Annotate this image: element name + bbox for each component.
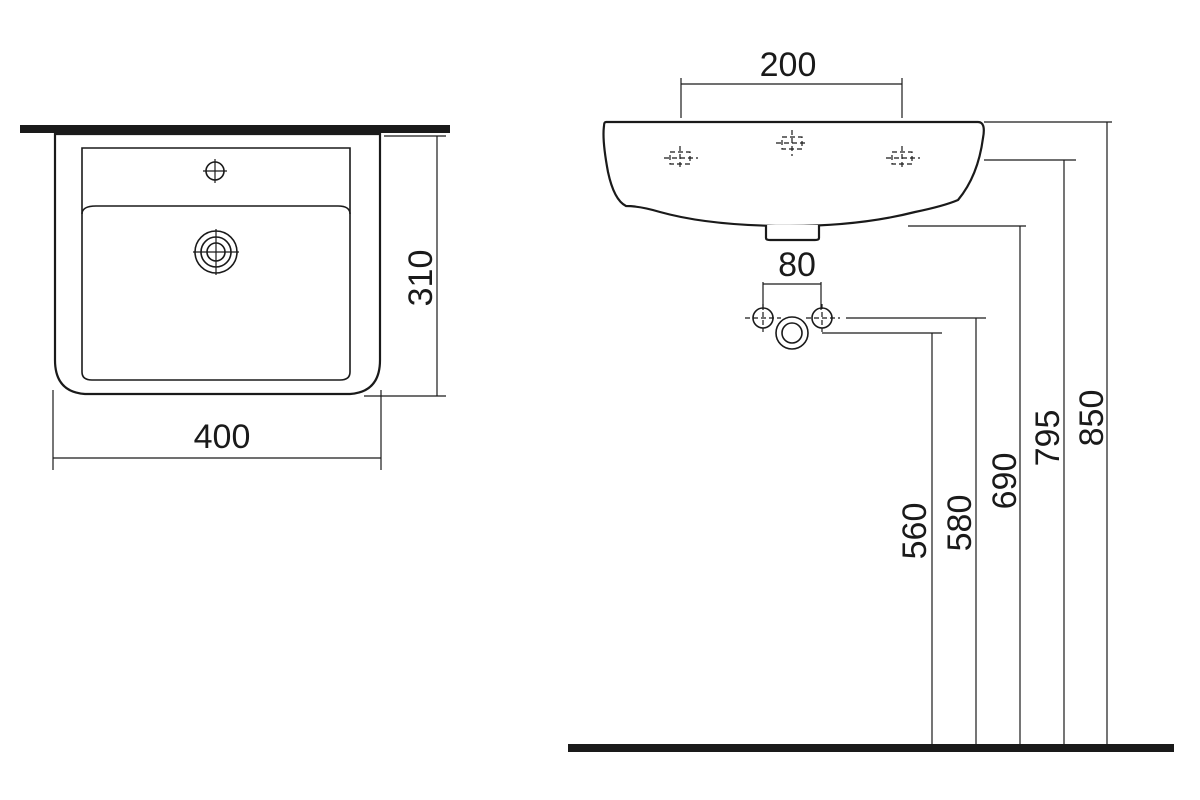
basin-outline-front (602, 120, 985, 228)
tap-hole-icon (203, 159, 227, 183)
width-dimension (52, 390, 382, 470)
tap-spacing-dimension (680, 78, 903, 118)
depth-label: 310 (402, 250, 440, 307)
width-label: 400 (194, 418, 251, 456)
tap-hole-left-icon (664, 146, 698, 170)
supply-spacing-dimension (762, 282, 822, 310)
height-extension-lines (822, 121, 1112, 334)
basin-rim-top (81, 147, 351, 381)
depth-dimension (364, 135, 446, 397)
basin-outline-top (53, 132, 382, 396)
tap-hole-right-icon (886, 146, 920, 170)
supply-spacing-label: 80 (778, 246, 816, 284)
supply-left-icon (745, 304, 781, 332)
top-view: 400 310 (20, 125, 450, 470)
tap-hole-center-icon (776, 130, 808, 156)
drain-icon (193, 229, 239, 275)
side-view: 200 80 (568, 46, 1174, 752)
floor-bar (568, 744, 1174, 752)
height-label-690: 690 (986, 453, 1024, 510)
wall-bar (20, 125, 450, 133)
waste-outlet-icon (775, 316, 809, 350)
height-dimension-lines (931, 122, 1108, 745)
supply-right-icon (806, 304, 840, 332)
height-label-795: 795 (1029, 410, 1067, 467)
height-label-560: 560 (896, 503, 934, 560)
basin-bowl-edge (81, 205, 351, 215)
height-label-850: 850 (1073, 390, 1111, 447)
height-label-580: 580 (941, 495, 979, 552)
drain-outlet (764, 225, 821, 242)
tap-spacing-label: 200 (760, 46, 817, 84)
